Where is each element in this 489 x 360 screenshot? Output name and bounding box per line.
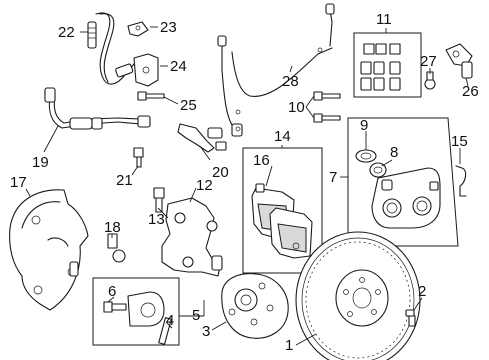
callout-10: 10 [288, 99, 305, 116]
wear-sensor-15 [455, 165, 467, 197]
callout-22: 22 [58, 24, 75, 41]
callout-13: 13 [148, 211, 165, 228]
bolt-25 [137, 91, 165, 101]
callout-9: 9 [360, 117, 368, 134]
bolt-13 [153, 187, 165, 213]
brake-line-19 [95, 12, 135, 85]
hub-bolt-6 [103, 301, 127, 313]
callout-19: 19 [32, 154, 49, 171]
dust-shield-17 [9, 189, 89, 311]
brake-pads-16 [251, 183, 313, 259]
callout-18: 18 [104, 219, 121, 236]
callout-15: 15 [451, 133, 468, 150]
brake-pad-box [242, 147, 323, 274]
piston-seal-9 [355, 149, 377, 163]
callout-24: 24 [170, 58, 187, 75]
hose-clip-23 [127, 21, 149, 37]
callout-2: 2 [418, 283, 426, 300]
dust-boot-8 [369, 162, 387, 178]
hose-bracket-24 [115, 53, 159, 87]
wheel-hub-3 [221, 273, 289, 339]
callout-28: 28 [282, 73, 299, 90]
callout-7: 7 [329, 169, 337, 186]
callout-6: 6 [108, 283, 116, 300]
callout-labels: 22 23 24 25 19 21 20 28 10 11 27 26 15 1… [10, 11, 479, 354]
caliper-box [347, 117, 459, 247]
callout-12: 12 [196, 177, 213, 194]
callout-14: 14 [274, 128, 291, 145]
caliper-pin-kit-box [353, 32, 422, 98]
callout-8: 8 [390, 144, 398, 161]
wheel-bearing-4 [127, 291, 172, 345]
caliper-bracket-12 [161, 197, 223, 277]
callout-3: 3 [202, 323, 210, 340]
callout-21: 21 [116, 172, 133, 189]
callout-5: 5 [192, 307, 200, 324]
callout-17: 17 [10, 174, 27, 191]
callout-4: 4 [166, 312, 174, 329]
callout-1: 1 [285, 337, 293, 354]
callout-23: 23 [160, 19, 177, 36]
abs-sensor-wire-28 [207, 3, 335, 151]
callout-25: 25 [180, 97, 197, 114]
guide-pins-11 [360, 43, 401, 91]
bolt-27 [424, 71, 436, 90]
callout-11: 11 [376, 11, 392, 28]
callout-20: 20 [212, 164, 229, 181]
bolt-18 [107, 233, 126, 263]
brake-hose-fitting-22 [87, 21, 97, 49]
hose-bracket-20 [177, 123, 215, 153]
bolt-2 [405, 309, 416, 327]
caliper-bolts-10 [313, 91, 341, 123]
leader-lines [25, 26, 469, 346]
hub-bearing-box [92, 277, 180, 346]
brake-hose-19 [44, 87, 151, 130]
callout-26: 26 [462, 83, 479, 100]
callout-16: 16 [253, 152, 270, 169]
bolt-21 [133, 147, 144, 168]
callout-27: 27 [420, 53, 437, 70]
brake-rotor-1 [295, 231, 421, 360]
brake-caliper-7 [371, 167, 441, 229]
wheel-speed-sensor-26 [445, 43, 473, 79]
